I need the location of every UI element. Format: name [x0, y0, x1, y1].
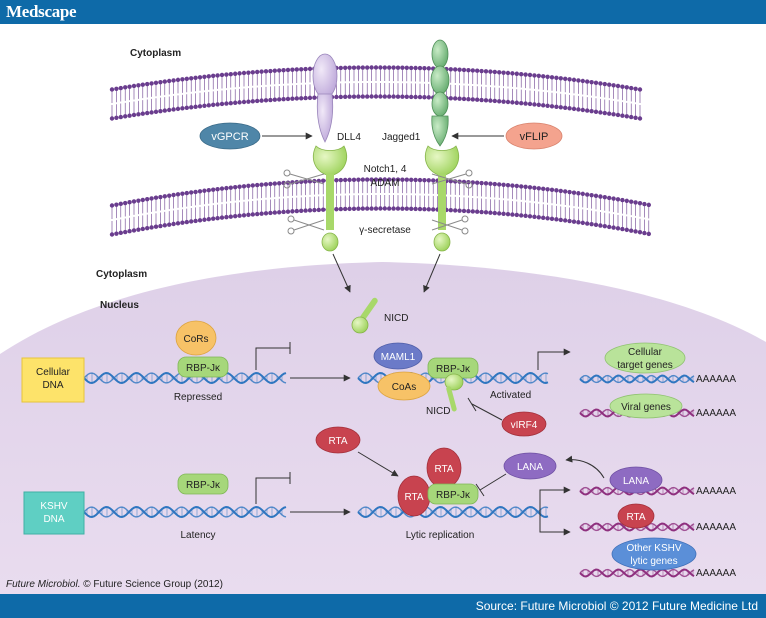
viral-genes-label: Viral genes: [621, 402, 671, 413]
viral-genes-node[interactable]: Viral genes: [609, 393, 683, 419]
latency-promoter-blocked: [255, 472, 291, 504]
adam-scissors-icon: [283, 169, 473, 189]
repressed-label: Repressed: [174, 392, 222, 403]
nicd-bound[interactable]: [444, 373, 464, 412]
notch-receptor-left[interactable]: [313, 145, 347, 252]
latency-label: Latency: [180, 530, 215, 541]
notch-signaling-diagram: vGPCR vFLIP Cytoplasm Cytoplasm Nucleus …: [0, 39, 766, 594]
maml1-node[interactable]: MAML1: [373, 342, 423, 370]
rbpjk-latency-label: RBP-Jκ: [186, 480, 221, 491]
gamma-secretase-label: γ-secretase: [359, 225, 411, 236]
polya-5: AAAAAA: [696, 568, 736, 579]
vgpcr-label: vGPCR: [211, 131, 248, 143]
gamma-secretase-scissors-icon: [287, 215, 469, 235]
jagged1-ligand[interactable]: [430, 39, 450, 147]
vflip-label: vFLIP: [520, 131, 549, 143]
credit-rest: © Future Science Group (2012): [80, 579, 222, 590]
rbpjk-lytic-label: RBP-Jκ: [436, 490, 471, 501]
footer-bar: Source: Future Microbiol © 2012 Future M…: [0, 594, 766, 618]
lytic-arrow-upper: [539, 486, 571, 510]
polya-2: AAAAAA: [696, 408, 736, 419]
cytoplasm-label-top: Cytoplasm: [130, 48, 181, 59]
rta-left-label: RTA: [404, 492, 423, 503]
activated-promoter-arrow: [537, 348, 571, 370]
nicd-release-arrow-left: [332, 253, 351, 293]
coas-label: CoAs: [392, 382, 416, 393]
rta-binding-arrow: [357, 451, 399, 477]
coas-node[interactable]: CoAs: [377, 371, 431, 401]
other-kshv-genes-node[interactable]: Other KSHV lytic genes: [611, 537, 697, 571]
other-kshv-line1: Other KSHV: [626, 543, 681, 554]
adam-label: ADAM: [371, 178, 400, 189]
rbpjk-activated-label: RBP-Jκ: [436, 364, 471, 375]
kshv-dna-line2: DNA: [43, 514, 64, 525]
vgpcr-node[interactable]: vGPCR: [199, 122, 261, 150]
kshv-dna-box[interactable]: KSHV DNA: [23, 491, 85, 535]
cellular-dna-line1: Cellular: [36, 367, 71, 378]
rta-gene-label: RTA: [626, 512, 645, 523]
lytic-replication-label: Lytic replication: [406, 530, 475, 541]
header-bar: Medscape: [0, 0, 766, 24]
lana-gene-label: LANA: [623, 476, 649, 487]
nicd-release-arrow-right: [423, 253, 441, 293]
jagged1-label: Jagged1: [382, 132, 421, 143]
polya-1: AAAAAA: [696, 374, 736, 385]
rbpjk-lytic-node[interactable]: RBP-Jκ: [427, 483, 479, 505]
rbpjk-activated-node[interactable]: RBP-Jκ: [427, 357, 479, 379]
source-text: Source: Future Microbiol © 2012 Future M…: [475, 599, 758, 613]
kshv-dna-line1: KSHV: [40, 501, 68, 512]
cellular-dna-box[interactable]: Cellular DNA: [21, 357, 85, 403]
repressed-promoter-blocked: [255, 342, 291, 370]
virf4-inhibition: [467, 397, 503, 421]
rbpjk-latency-node[interactable]: RBP-Jκ: [177, 473, 229, 495]
lana-feedback-arrow: [565, 455, 605, 479]
nicd-label-mid: NICD: [426, 406, 450, 417]
rta-left-node[interactable]: RTA: [397, 475, 431, 517]
rbpjk-repressed-label: RBP-Jκ: [186, 363, 221, 374]
lytic-arrow-lower: [539, 510, 571, 536]
rta-gene-node[interactable]: RTA: [617, 503, 655, 529]
lana-inhibitor-label: LANA: [517, 462, 543, 473]
cellular-target-line1: Cellular: [628, 347, 663, 358]
rta-top-node[interactable]: RTA: [426, 447, 462, 489]
vflip-node[interactable]: vFLIP: [505, 122, 563, 150]
rta-free-label: RTA: [328, 436, 347, 447]
credit-journal: Future Microbiol.: [6, 579, 80, 590]
cors-label: CoRs: [183, 334, 208, 345]
maml1-label: MAML1: [381, 352, 416, 363]
dll4-ligand[interactable]: [312, 53, 338, 143]
dll4-label: DLL4: [337, 132, 361, 143]
nicd-label-top: NICD: [384, 313, 408, 324]
cors-node[interactable]: CoRs: [175, 320, 217, 356]
cellular-target-genes-node[interactable]: Cellular target genes: [604, 342, 686, 374]
nicd-fragment[interactable]: [351, 297, 379, 334]
lana-gene-node[interactable]: LANA: [609, 466, 663, 494]
nucleus-label: Nucleus: [100, 300, 139, 311]
rta-top-label: RTA: [434, 464, 453, 475]
activated-label: Activated: [490, 390, 531, 401]
rbpjk-repressed-node[interactable]: RBP-Jκ: [177, 356, 229, 378]
brand-logo[interactable]: Medscape: [6, 2, 77, 21]
other-kshv-line2: lytic genes: [630, 556, 677, 567]
lana-inhibitor-node[interactable]: LANA: [503, 452, 557, 480]
cytoplasm-label-bottom: Cytoplasm: [96, 269, 147, 280]
lana-inhibition: [475, 473, 507, 497]
notch-label: Notch1, 4: [364, 164, 407, 175]
virf4-label: vIRF4: [511, 420, 538, 431]
rta-free-node[interactable]: RTA: [315, 426, 361, 454]
polya-4: AAAAAA: [696, 522, 736, 533]
polya-3: AAAAAA: [696, 486, 736, 497]
cellular-dna-line2: DNA: [42, 380, 63, 391]
notch-receptor-right[interactable]: [425, 145, 459, 252]
credit-line: Future Microbiol. © Future Science Group…: [6, 579, 223, 590]
virf4-node[interactable]: vIRF4: [501, 411, 547, 437]
cellular-target-line2: target genes: [617, 360, 673, 371]
